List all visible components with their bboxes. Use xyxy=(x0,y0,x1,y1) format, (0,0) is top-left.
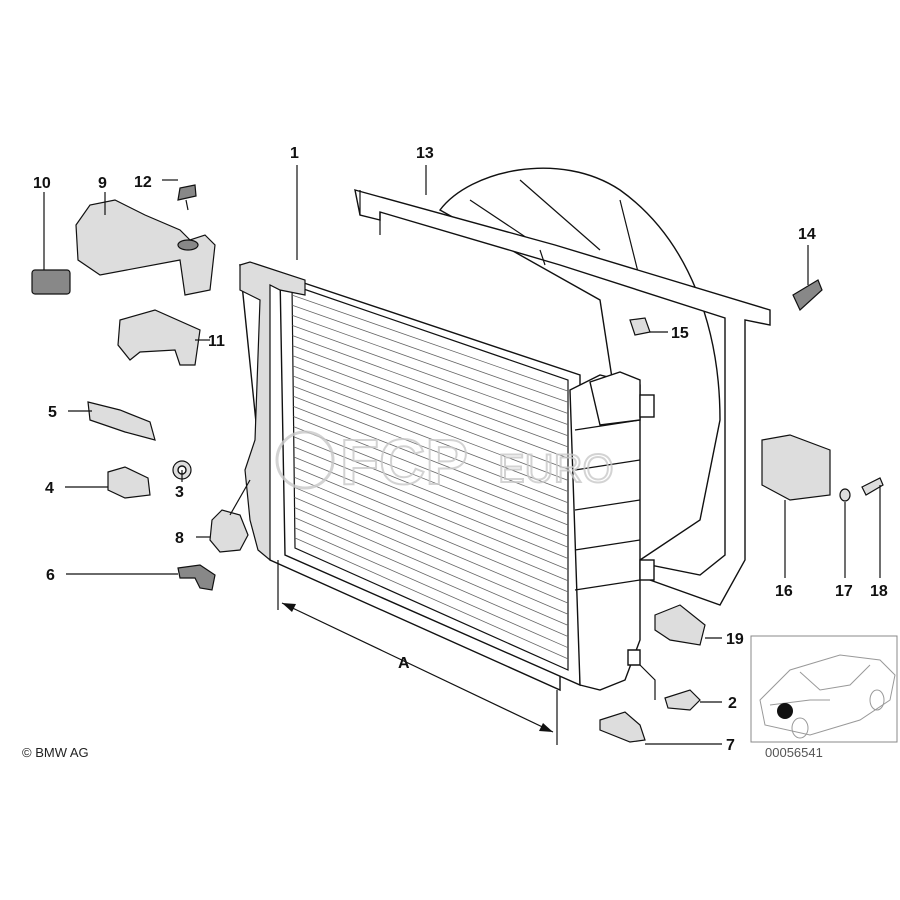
part-19 xyxy=(654,604,706,646)
label-2: 2 xyxy=(728,695,737,712)
label-18: 18 xyxy=(870,583,888,600)
radiator-fin xyxy=(292,325,569,425)
label-15: 15 xyxy=(671,325,689,342)
label-19: 19 xyxy=(726,631,744,648)
radiator-fin xyxy=(293,406,569,515)
part-8 xyxy=(209,509,249,553)
label-4: 4 xyxy=(45,480,54,497)
label-12: 12 xyxy=(134,174,152,191)
dimension-a: A xyxy=(277,560,558,745)
label-10: 10 xyxy=(33,175,51,192)
label-1: 1 xyxy=(290,145,299,162)
label-13: 13 xyxy=(416,145,434,162)
location-marker xyxy=(777,703,793,719)
radiator-fin xyxy=(293,446,569,559)
part-6 xyxy=(177,564,216,591)
radiator-fin xyxy=(293,466,569,582)
radiator-fin xyxy=(294,497,569,615)
small-parts xyxy=(31,184,884,743)
radiator-fin xyxy=(292,314,569,414)
label-14: 14 xyxy=(798,226,816,243)
radiator-fin xyxy=(292,335,569,437)
dimension-label-a: A xyxy=(398,655,410,672)
part-14 xyxy=(792,279,823,311)
fcp-euro-watermark: FCP EURO xyxy=(275,425,615,499)
label-11: 11 xyxy=(208,333,225,350)
diagram-code: 00056541 xyxy=(765,745,823,760)
part-9 xyxy=(75,199,216,296)
label-6: 6 xyxy=(46,567,55,584)
radiator-fin xyxy=(292,375,569,481)
copyright-text: © BMW AG xyxy=(22,745,89,760)
radiator-1 xyxy=(239,261,655,692)
radiator-fin xyxy=(293,395,569,504)
part-7 xyxy=(599,711,646,743)
radiator-fin xyxy=(293,426,569,537)
part-5 xyxy=(87,401,156,441)
radiator-fin xyxy=(294,476,569,593)
watermark-fcp: FCP xyxy=(340,426,468,498)
watermark-euro: EURO xyxy=(498,447,614,491)
vehicle-locator-inset xyxy=(750,635,898,743)
radiator-fin xyxy=(293,416,569,526)
part-labels: 1 2 3 4 5 6 7 8 9 10 11 12 13 14 15 16 1… xyxy=(33,145,888,754)
part-11 xyxy=(117,309,201,366)
part-2 xyxy=(664,689,701,711)
label-5: 5 xyxy=(48,404,57,421)
radiator-fin xyxy=(292,304,569,403)
radiator-fin xyxy=(294,486,569,604)
label-7: 7 xyxy=(726,737,735,754)
radiator-fin xyxy=(292,355,569,459)
part-4 xyxy=(107,466,151,499)
label-17: 17 xyxy=(835,583,853,600)
label-3: 3 xyxy=(175,484,184,501)
radiator-fin xyxy=(293,456,569,570)
radiator-fin xyxy=(293,385,569,492)
radiator-fin xyxy=(293,436,569,548)
leader-lines xyxy=(43,165,881,745)
radiator-fin xyxy=(294,527,569,649)
part-10 xyxy=(31,269,71,295)
radiator-fin xyxy=(294,507,569,626)
label-8: 8 xyxy=(175,530,184,547)
part-16 xyxy=(761,434,831,501)
label-16: 16 xyxy=(775,583,793,600)
radiator-fin xyxy=(294,517,569,637)
radiator-fin xyxy=(292,365,569,470)
radiator-fin xyxy=(292,345,569,448)
radiator-fin xyxy=(294,537,569,660)
label-9: 9 xyxy=(98,175,107,192)
radiator-fin xyxy=(291,294,569,392)
